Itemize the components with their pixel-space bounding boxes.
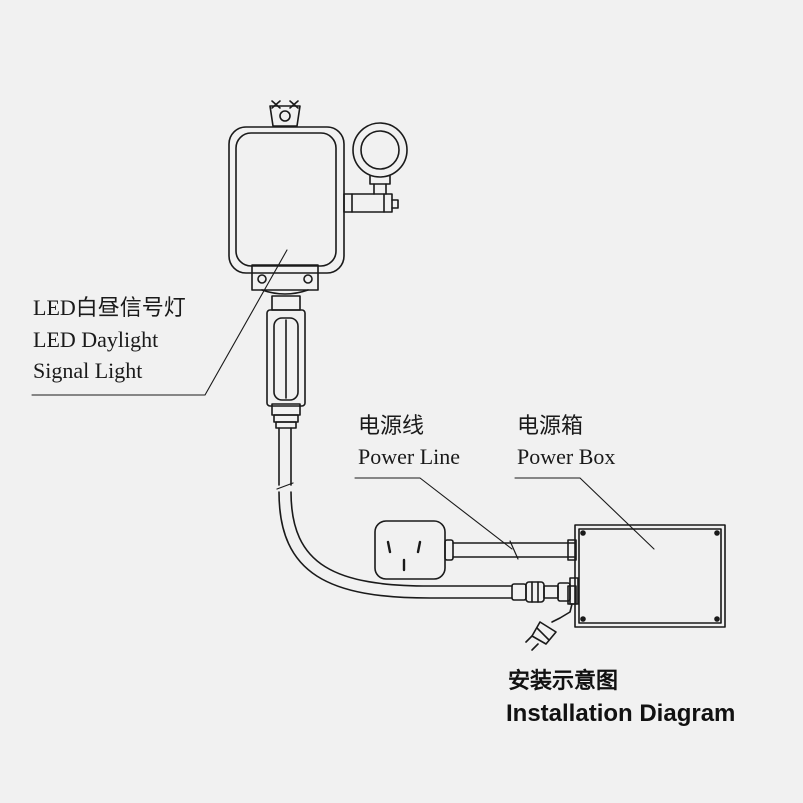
signal-light-drawing bbox=[228, 100, 408, 429]
power-line-label-cn: 电源线 bbox=[358, 413, 425, 438]
power-line-label-en: Power Line bbox=[358, 444, 461, 469]
diagram-title-en: Installation Diagram bbox=[506, 700, 736, 727]
diagram-title-cn: 安装示意图 bbox=[508, 668, 619, 693]
signal-light-label-cn: LED白昼信号灯 bbox=[33, 295, 186, 320]
signal-light-label-en-line2: Signal Light bbox=[33, 358, 143, 383]
signal-light-label-en-line1: LED Daylight bbox=[33, 327, 159, 352]
power-box-label-cn: 电源箱 bbox=[517, 413, 584, 438]
power-box-label-en: Power Box bbox=[517, 444, 616, 469]
cable-drawing bbox=[276, 427, 579, 605]
plug-drawing bbox=[374, 520, 575, 580]
power-box-drawing bbox=[525, 524, 726, 651]
leader-lines bbox=[31, 249, 655, 550]
